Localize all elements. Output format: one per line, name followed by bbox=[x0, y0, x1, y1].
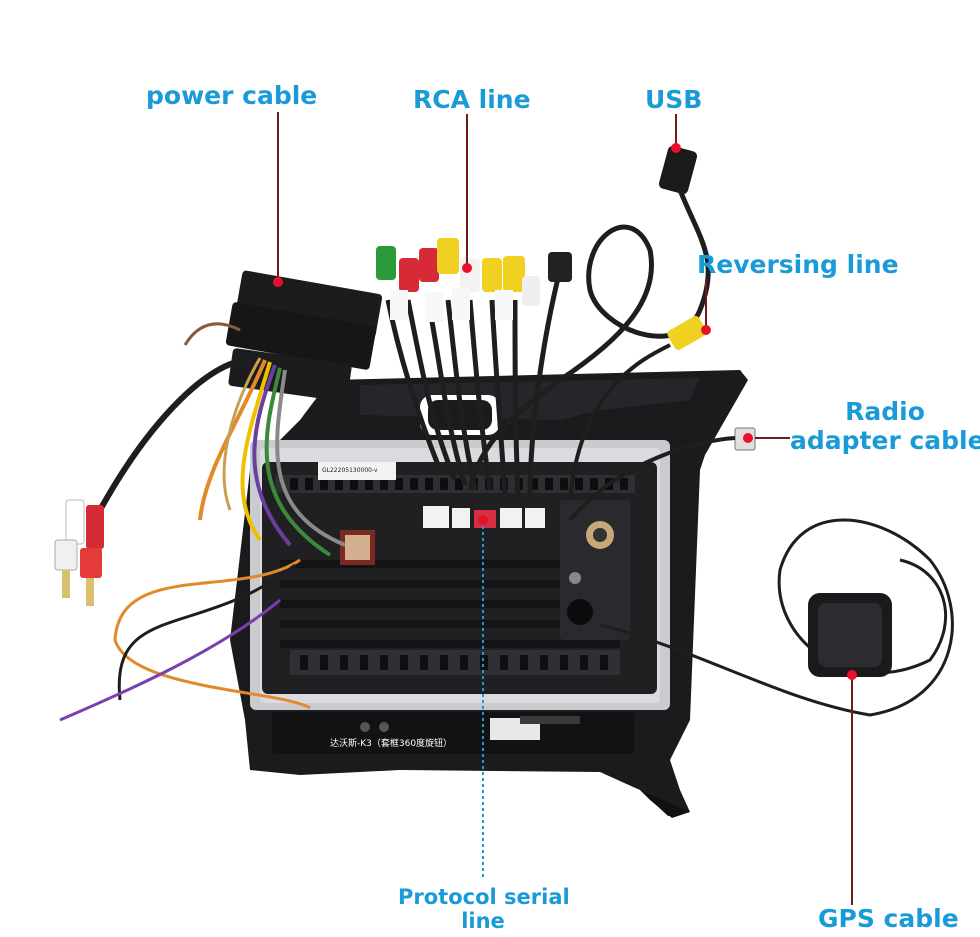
rca-line-label: RCA line bbox=[413, 85, 531, 114]
usb-marker bbox=[671, 143, 681, 153]
power-cable-harness bbox=[59, 270, 383, 722]
protocol-marker bbox=[478, 515, 488, 525]
power-marker bbox=[273, 277, 283, 287]
radio-label-line2: adapter cable bbox=[790, 425, 980, 455]
mainboard-housing bbox=[262, 462, 657, 694]
rca-line-bundle bbox=[376, 238, 572, 501]
radio-label-line1: Radio bbox=[845, 397, 925, 426]
pcb-caption: 达沃斯-K3（套框360度旋钮） bbox=[330, 737, 452, 749]
reversing-cable bbox=[568, 315, 707, 501]
serial-sticker: GL22205130000-v bbox=[318, 462, 396, 480]
usb-label: USB bbox=[645, 85, 703, 114]
sticker-text: GL22205130000-v bbox=[322, 467, 378, 474]
gps-antenna-icon bbox=[599, 518, 954, 717]
red-dot-markers bbox=[273, 143, 857, 680]
rca-marker bbox=[462, 263, 472, 273]
radio-adapter-cable-label: Radio adapter cable bbox=[790, 397, 980, 456]
protocol-label-line2: line bbox=[461, 909, 505, 934]
lower-pcb: 达沃斯-K3（套框360度旋钮） bbox=[272, 712, 634, 754]
usb-cable bbox=[467, 145, 711, 491]
reversing-line-label: Reversing line bbox=[697, 250, 899, 279]
left-rca-pair bbox=[54, 499, 104, 606]
reversing-marker bbox=[701, 325, 711, 335]
protocol-label-line1: Protocol serial bbox=[398, 885, 570, 909]
protocol-serial-line-label: Protocol serial line bbox=[398, 885, 570, 934]
radio-marker bbox=[743, 433, 753, 443]
leader-lines bbox=[277, 112, 853, 905]
power-cable-label: power cable bbox=[146, 81, 318, 110]
board-connectors bbox=[340, 506, 545, 565]
gps-cable-label: GPS cable bbox=[818, 904, 959, 933]
gps-marker bbox=[847, 670, 857, 680]
